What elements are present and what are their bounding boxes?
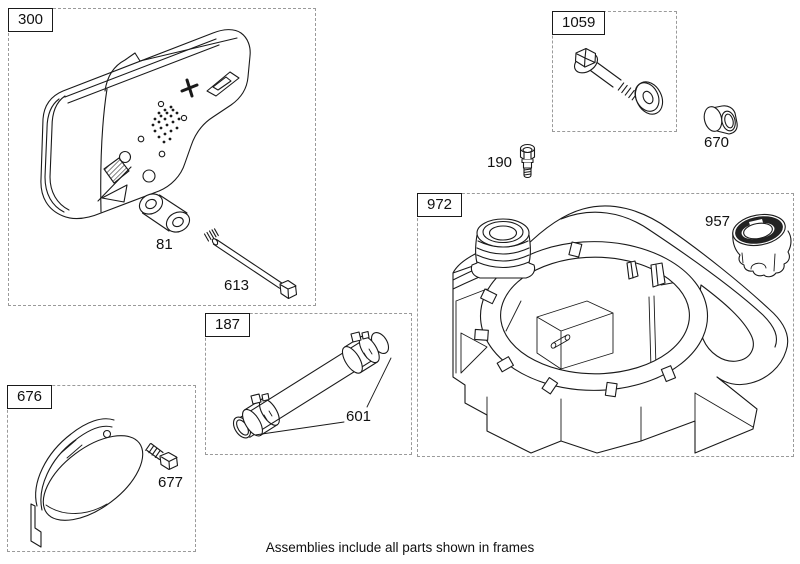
frame-676-cover: 676 677 bbox=[7, 385, 196, 552]
screw-613-drawing bbox=[205, 229, 297, 299]
cover-drawing bbox=[8, 386, 195, 551]
part-label-613: 613 bbox=[224, 277, 250, 294]
part-label-601: 601 bbox=[346, 408, 372, 425]
frame-300-muffler: 300 bbox=[8, 8, 316, 306]
muffler-drawing bbox=[9, 9, 315, 305]
clamp-top-drawing bbox=[339, 332, 384, 377]
frame-label-676: 676 bbox=[7, 385, 53, 409]
lock-link-81-drawing bbox=[136, 190, 193, 236]
frame-1059-bolt-kit: 1059 bbox=[552, 11, 677, 132]
fuel-cap-957-drawing bbox=[730, 211, 791, 277]
filler-neck-drawing bbox=[471, 219, 534, 278]
frame-label-972: 972 bbox=[417, 193, 463, 217]
screw-677-drawing bbox=[146, 444, 178, 470]
fuel-line-drawing bbox=[206, 314, 411, 454]
muffler-perforations bbox=[151, 105, 181, 144]
diagram-caption: Assemblies include all parts shown in fr… bbox=[265, 540, 535, 555]
frame-label-1059: 1059 bbox=[552, 11, 606, 35]
frame-187-fuel-line: 187 bbox=[205, 313, 412, 455]
bushing-670-drawing bbox=[702, 105, 737, 134]
frame-label-187: 187 bbox=[205, 313, 251, 337]
part-label-81: 81 bbox=[156, 236, 173, 253]
frame-label-300: 300 bbox=[8, 8, 54, 32]
part-label-190: 190 bbox=[487, 154, 513, 171]
bolt-190-drawing bbox=[521, 145, 535, 178]
bolt-washer-drawing bbox=[553, 12, 676, 131]
part-label-677: 677 bbox=[158, 474, 184, 491]
part-label-957: 957 bbox=[705, 213, 731, 230]
hot-surface-warning-icon bbox=[98, 158, 131, 202]
part-label-670: 670 bbox=[704, 134, 730, 151]
frame-972-fuel-tank: 972 bbox=[417, 193, 794, 457]
clamp-bottom-drawing bbox=[239, 394, 284, 440]
fuel-tank-drawing bbox=[418, 194, 793, 456]
